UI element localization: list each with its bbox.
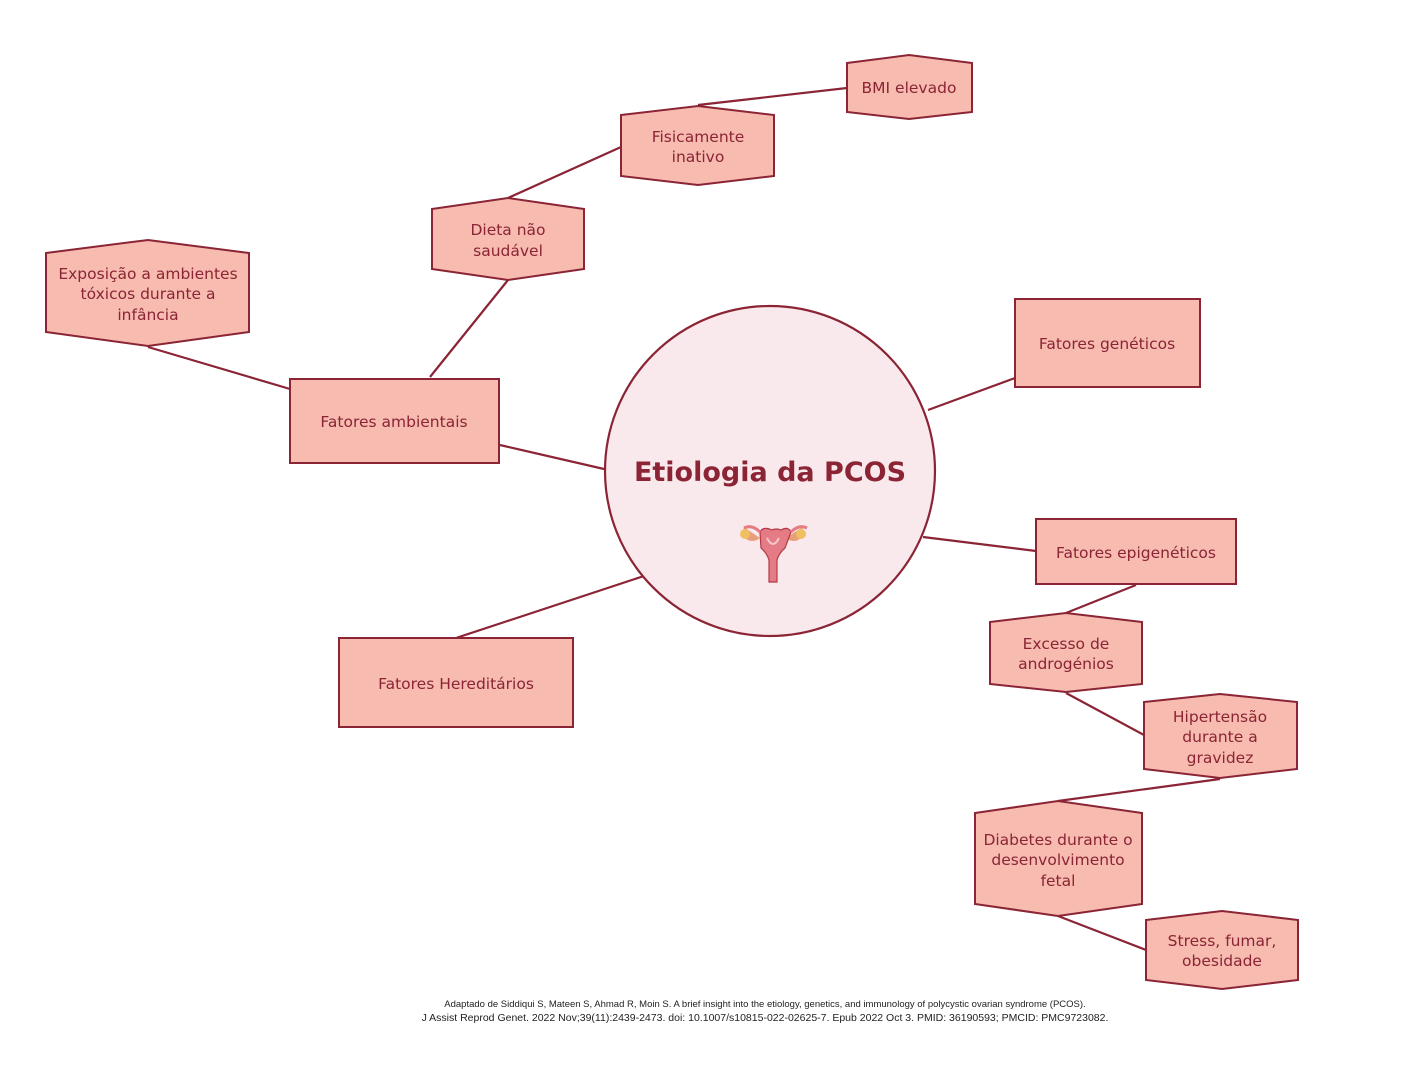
node-label: Dieta não [470,221,545,239]
connector-hipertensao [1065,692,1145,736]
connector-fisicamente [507,145,622,200]
central-title: Etiologia da PCOS [634,457,906,488]
connector-dieta [429,279,509,378]
node-label: androgénios [1018,655,1114,673]
connector-geneticos [927,376,1016,412]
node-hipertensao: Hipertensão durante a gravidez [1143,692,1298,780]
connector-epigeneticos [922,535,1037,553]
node-label: obesidade [1182,952,1262,970]
node-dieta: Dieta não saudável [431,196,585,282]
connector-hereditarios [455,574,645,640]
connectors [147,86,1221,952]
node-fatores-geneticos: Fatores genéticos [1014,298,1201,388]
citation-line-2: J Assist Reprod Genet. 2022 Nov;39(11):2… [421,1012,1109,1024]
citation-line-1: Adaptado de Siddiqui S, Mateen S, Ahmad … [444,999,1086,1010]
node-label: Hipertensão [1173,708,1267,726]
uterus-icon [740,525,808,583]
node-exposicao: Exposição a ambientes tóxicos durante a … [45,238,250,348]
connector-ambientais [499,443,605,471]
node-label: Fisicamente [652,128,745,146]
node-label: Diabetes durante o [983,831,1132,849]
node-fatores-ambientais: Fatores ambientais [289,378,500,464]
node-diabetes: Diabetes durante o desenvolvimento fetal [974,799,1143,918]
node-label: saudável [473,242,543,260]
node-stress: Stress, fumar, obesidade [1145,909,1299,991]
node-label: Fatores epigenéticos [1056,544,1216,562]
node-label: infância [117,306,178,324]
node-label: Fatores Hereditários [378,675,534,693]
node-fatores-hereditarios: Fatores Hereditários [338,637,574,728]
connector-exposicao [147,345,291,391]
node-label: Fatores ambientais [320,413,467,431]
node-excesso: Excesso de androgénios [989,611,1143,694]
node-label: tóxicos durante a [81,285,216,303]
node-label: durante a [1182,728,1257,746]
connector-excesso [1065,583,1137,615]
connector-bmi [697,86,848,107]
connector-stress [1057,914,1147,952]
citation: Adaptado de Siddiqui S, Mateen S, Ahmad … [0,998,1410,1025]
node-label: BMI elevado [862,79,957,97]
node-label: Fatores genéticos [1039,335,1175,353]
node-label: Exposição a ambientes [58,265,237,283]
node-label: Stress, fumar, [1168,932,1277,950]
connector-diabetes [1057,777,1221,803]
central-node: Etiologia da PCOS [603,304,937,638]
node-label: inativo [672,148,725,166]
node-label: Excesso de [1023,635,1110,653]
central-circle [603,304,937,638]
node-label: gravidez [1187,749,1254,767]
node-label: desenvolvimento [991,851,1124,869]
node-fisicamente: Fisicamente inativo [620,104,775,187]
node-fatores-epigeneticos: Fatores epigenéticos [1035,518,1237,585]
node-bmi: BMI elevado [846,53,973,121]
node-label: fetal [1041,872,1076,890]
